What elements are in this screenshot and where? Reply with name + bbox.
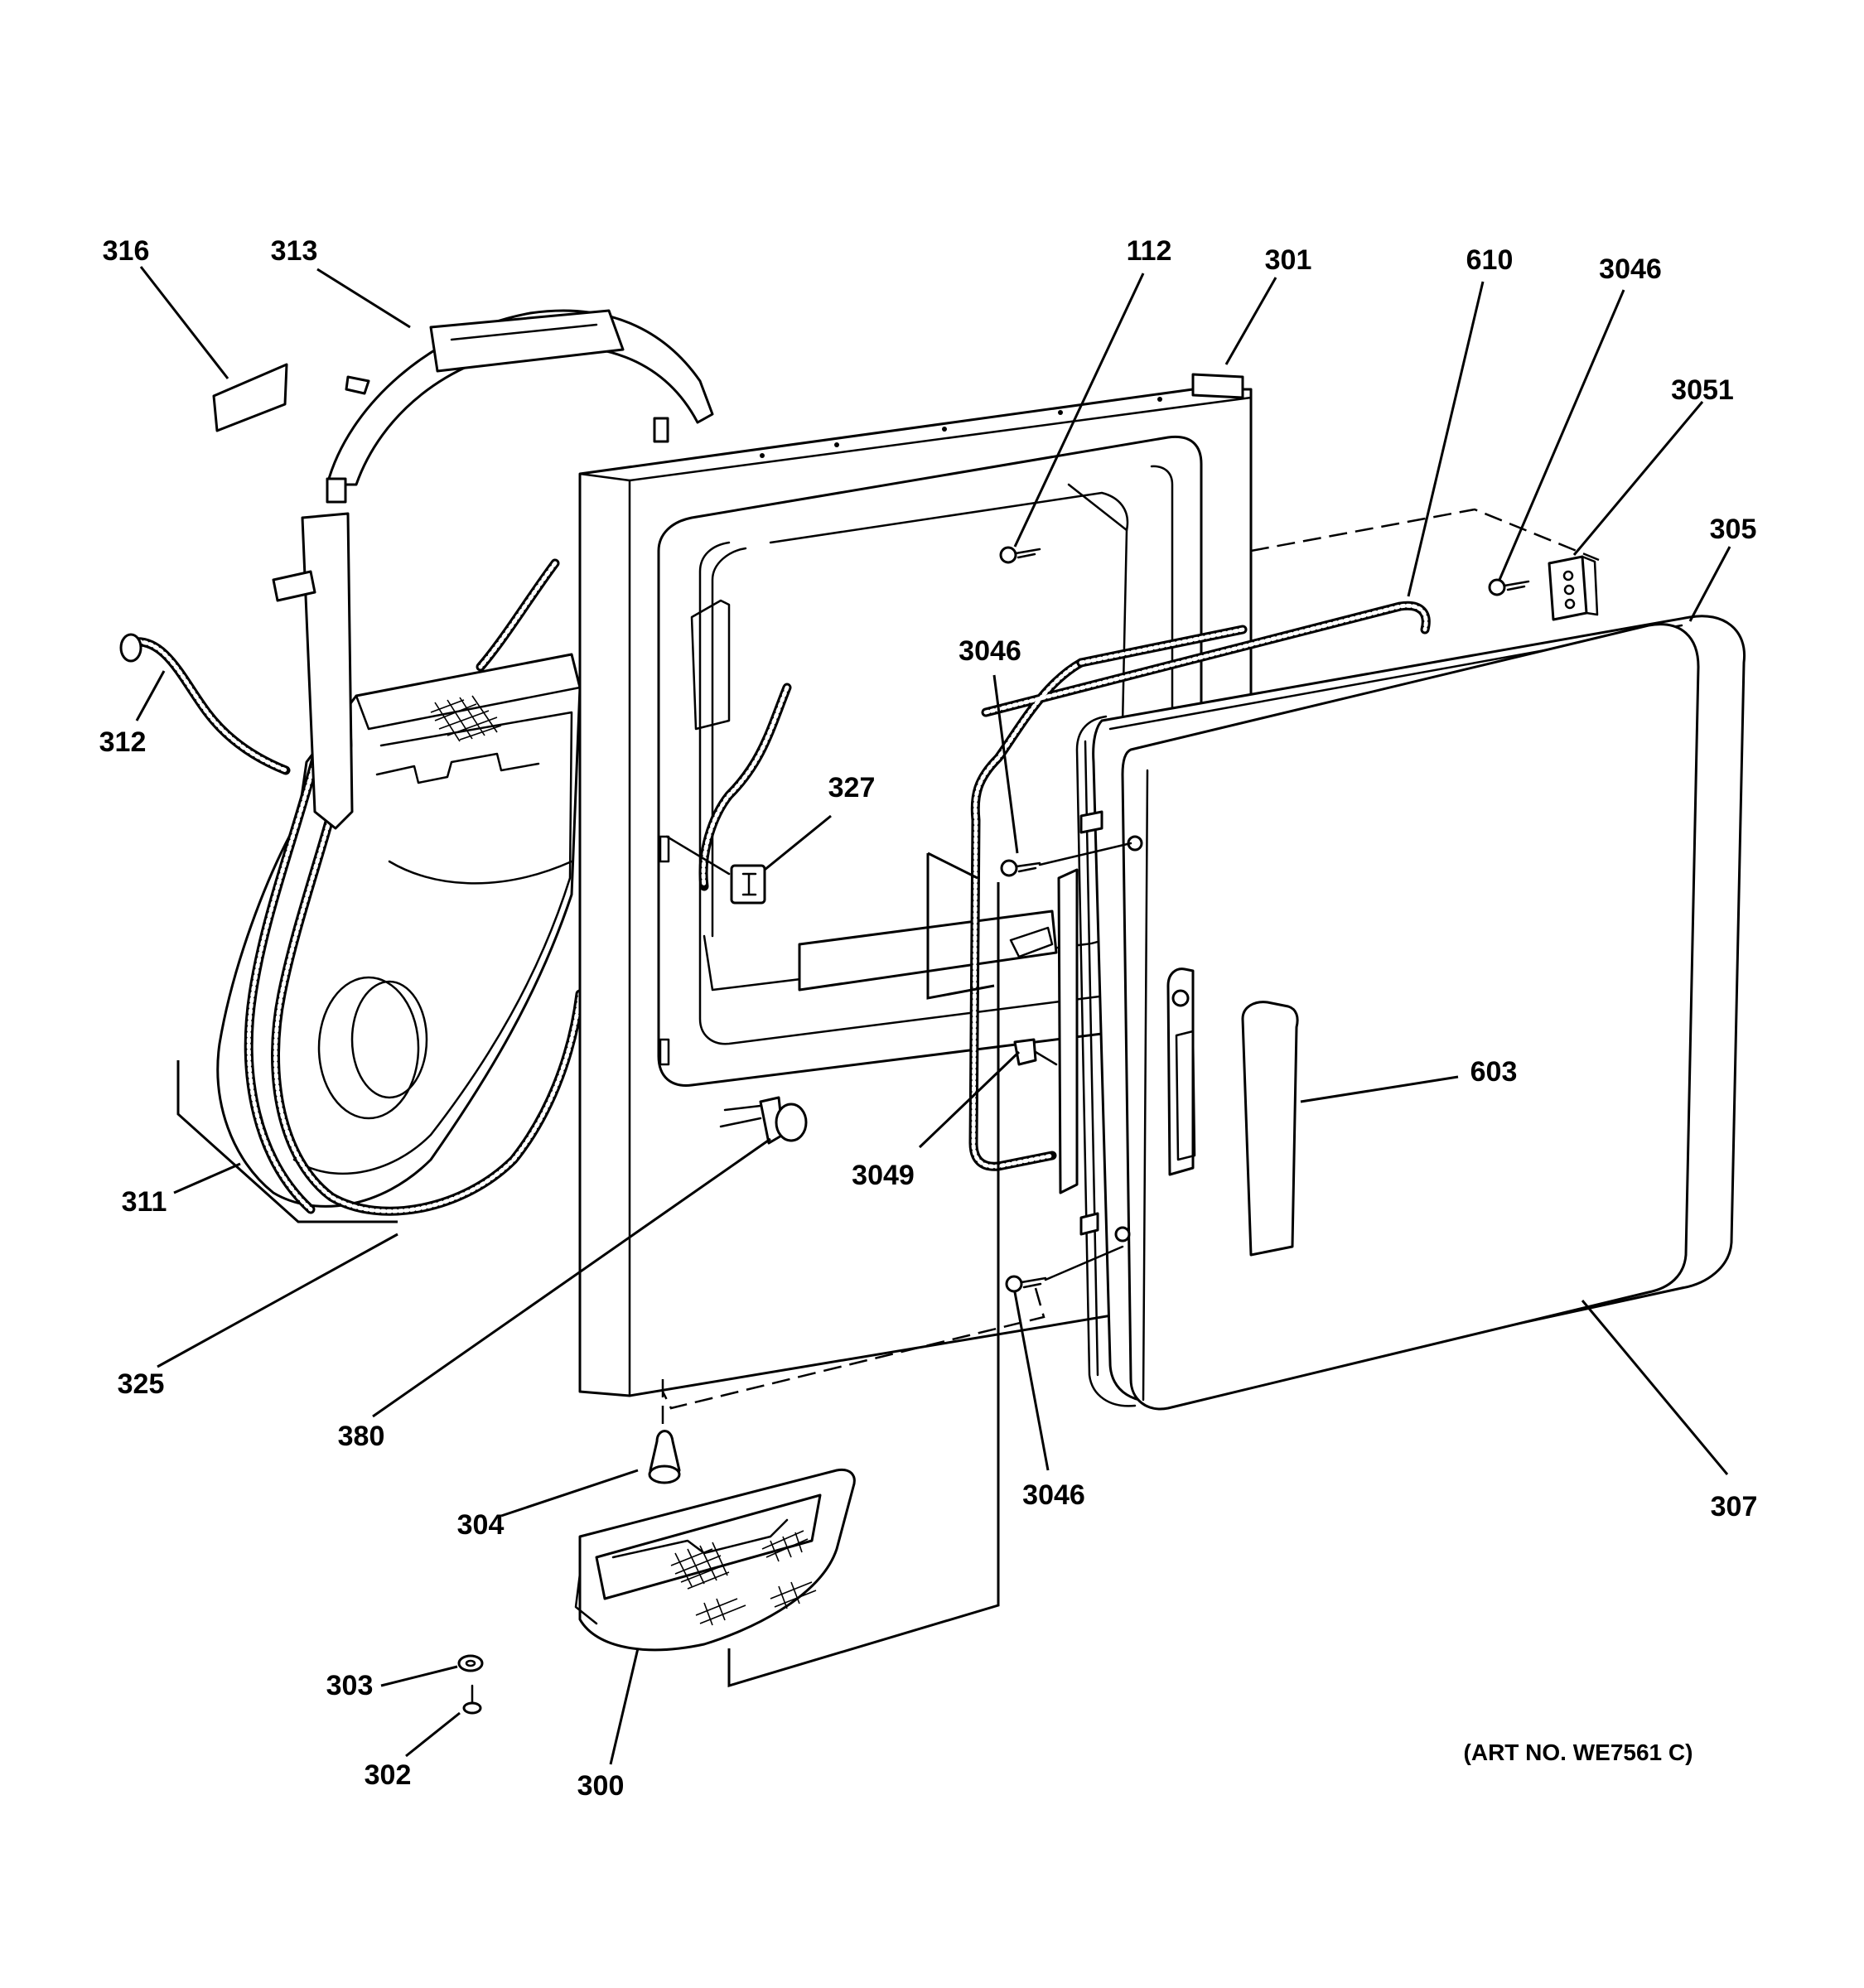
part-304-leveling-foot bbox=[648, 1430, 681, 1484]
callout-307: 307 bbox=[1711, 1491, 1758, 1522]
callout-610: 610 bbox=[1466, 244, 1514, 276]
callout-3046-mid: 3046 bbox=[959, 635, 1021, 667]
part-313-bracket bbox=[326, 309, 714, 504]
part-112-screw bbox=[999, 546, 1041, 564]
callout-311: 311 bbox=[122, 1186, 167, 1218]
callout-380: 380 bbox=[338, 1421, 385, 1452]
part-312-felt-seal bbox=[119, 633, 291, 775]
part-3051-hinge bbox=[1548, 555, 1599, 621]
part-bulkhead-arm bbox=[272, 512, 354, 830]
part-3046-screw-bottom bbox=[1005, 1245, 1124, 1293]
callout-112: 112 bbox=[1127, 235, 1172, 267]
callout-301: 301 bbox=[1265, 244, 1312, 276]
part-325-front-seal bbox=[244, 517, 585, 1216]
part-301-front-panel bbox=[578, 373, 1253, 1397]
part-380-knob bbox=[719, 1096, 808, 1145]
part-300-lint-filter-housing bbox=[574, 1468, 856, 1652]
part-311-front-bulkhead bbox=[216, 653, 582, 1208]
part-303-washer bbox=[457, 1654, 484, 1672]
callout-304: 304 bbox=[457, 1509, 505, 1541]
part-327-switch bbox=[665, 835, 766, 905]
part-internal-duct bbox=[698, 683, 792, 891]
callout-3046-bottom: 3046 bbox=[1022, 1479, 1085, 1511]
callout-300: 300 bbox=[577, 1770, 625, 1802]
part-302-screw bbox=[462, 1684, 482, 1715]
art-number: (ART NO. WE7561 C) bbox=[1464, 1740, 1693, 1765]
part-3046-screw-mid bbox=[1000, 842, 1132, 877]
callout-302: 302 bbox=[365, 1759, 412, 1791]
callout-327: 327 bbox=[828, 772, 876, 803]
part-316-felt-strip bbox=[212, 363, 288, 432]
callout-labels: 316 313 112 301 610 3046 3051 305 3046 3… bbox=[99, 235, 1758, 1802]
callout-313: 313 bbox=[271, 235, 318, 267]
part-3046-screw-top bbox=[1488, 578, 1530, 596]
callout-303: 303 bbox=[326, 1670, 374, 1701]
part-3049-door-catch bbox=[1013, 1038, 1058, 1066]
callout-316: 316 bbox=[103, 235, 150, 267]
callout-3051: 3051 bbox=[1671, 374, 1734, 406]
assembly-lines bbox=[176, 508, 1600, 1688]
callout-3046-top: 3046 bbox=[1599, 253, 1662, 285]
callout-325: 325 bbox=[118, 1368, 165, 1400]
callout-3049: 3049 bbox=[852, 1160, 915, 1191]
callout-305: 305 bbox=[1710, 514, 1757, 545]
part-305-door-panel bbox=[1114, 623, 1700, 1411]
part-610-door-gasket bbox=[968, 601, 1431, 1171]
callout-603: 603 bbox=[1470, 1056, 1518, 1088]
leader-lines bbox=[135, 266, 1731, 1765]
callout-312: 312 bbox=[99, 726, 147, 758]
